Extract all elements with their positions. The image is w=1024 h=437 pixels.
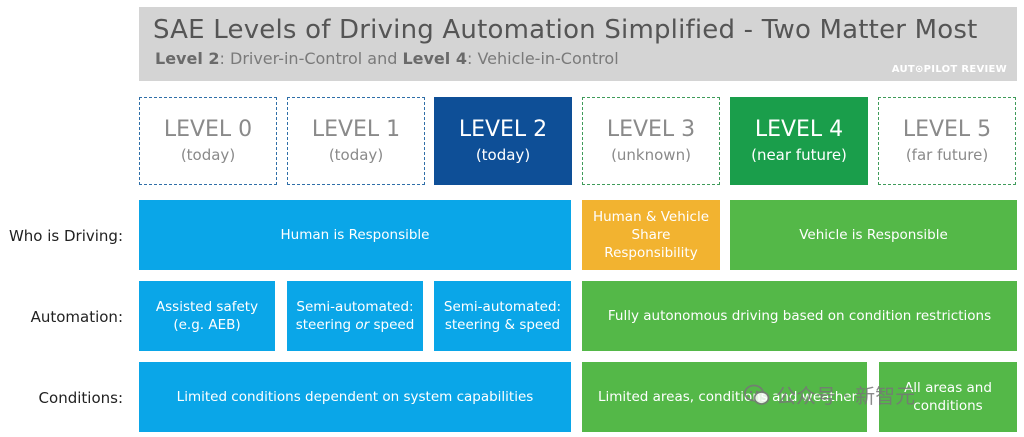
- conditions-areas-text: Limited areas, conditions and weather: [598, 389, 858, 405]
- page-title: SAE Levels of Driving Automation Simplif…: [153, 15, 978, 45]
- level-5-status: (far future): [905, 146, 989, 164]
- level-4-status: (near future): [751, 146, 847, 164]
- level-2-box: LEVEL 2 (today): [434, 97, 572, 185]
- automation-semi2-line1: Semi-automated:: [443, 299, 562, 315]
- level-4-box: LEVEL 4 (near future): [730, 97, 868, 185]
- level-5-box: LEVEL 5 (far future): [878, 97, 1016, 185]
- row-label-conditions: Conditions:: [38, 389, 123, 407]
- level-1-name: LEVEL 1: [311, 117, 401, 142]
- automation-semi1-line2: steering or speed: [296, 316, 415, 334]
- automation-semi2-cell: Semi-automated: steering & speed: [434, 281, 571, 351]
- row-label-driving: Who is Driving:: [8, 227, 123, 245]
- driving-shared-text: Human & Vehicle Share Responsibility: [592, 209, 710, 261]
- conditions-areas-cell: Limited areas, conditions and weather: [582, 362, 867, 432]
- subtitle-level4: Level 4: [402, 49, 467, 68]
- automation-semi1-speed: speed: [369, 317, 415, 333]
- wechat-icon: [744, 384, 770, 405]
- automation-assisted-cell: Assisted safety (e.g. AEB): [139, 281, 275, 351]
- level-0-box: LEVEL 0 (today): [139, 97, 277, 185]
- level-1-status: (today): [328, 146, 384, 164]
- automation-semi1-steering: steering: [295, 317, 356, 333]
- title-banner: SAE Levels of Driving Automation Simplif…: [139, 7, 1017, 81]
- row-label-automation: Automation:: [30, 308, 123, 326]
- conditions-limited-text: Limited conditions dependent on system c…: [176, 389, 534, 405]
- subtitle-level4-desc: : Vehicle-in-Control: [466, 49, 619, 68]
- level-1-box: LEVEL 1 (today): [287, 97, 425, 185]
- level-3-box: LEVEL 3 (unknown): [582, 97, 720, 185]
- automation-semi1-line1: Semi-automated:: [296, 299, 414, 315]
- automation-semi1-or: or: [355, 317, 370, 333]
- subtitle-level2: Level 2: [155, 49, 220, 68]
- automation-assisted-text: Assisted safety (e.g. AEB): [155, 299, 259, 333]
- conditions-all-cell: All areas and conditions: [879, 362, 1017, 432]
- level-2-name: LEVEL 2: [458, 117, 548, 142]
- automation-semi2-line2: steering & speed: [444, 317, 561, 333]
- watermark: 公众号 · 新智元: [744, 380, 915, 409]
- driving-human-cell: Human is Responsible: [139, 200, 571, 270]
- automation-semi1-cell: Semi-automated: steering or speed: [287, 281, 423, 351]
- level-0-status: (today): [180, 146, 236, 164]
- driving-vehicle-cell: Vehicle is Responsible: [730, 200, 1017, 270]
- driving-shared-cell: Human & Vehicle Share Responsibility: [582, 200, 720, 270]
- conditions-all-text: All areas and conditions: [904, 380, 992, 414]
- level-3-status: (unknown): [611, 146, 691, 164]
- watermark-text: 公众号 · 新智元: [776, 384, 916, 408]
- level-3-name: LEVEL 3: [606, 117, 696, 142]
- automation-full-cell: Fully autonomous driving based on condit…: [582, 281, 1017, 351]
- driving-human-text: Human is Responsible: [280, 227, 430, 243]
- page-subtitle: Level 2: Driver-in-Control and Level 4: …: [155, 49, 619, 68]
- brand-logo: AUT⊙PILOT REVIEW: [891, 64, 1007, 75]
- level-2-status: (today): [475, 146, 531, 164]
- subtitle-level2-desc: : Driver-in-Control and: [219, 49, 403, 68]
- driving-vehicle-text: Vehicle is Responsible: [799, 227, 948, 243]
- automation-full-text: Fully autonomous driving based on condit…: [607, 308, 992, 324]
- level-4-name: LEVEL 4: [754, 117, 844, 142]
- level-5-name: LEVEL 5: [902, 117, 992, 142]
- level-0-name: LEVEL 0: [163, 117, 253, 142]
- conditions-limited-cell: Limited conditions dependent on system c…: [139, 362, 571, 432]
